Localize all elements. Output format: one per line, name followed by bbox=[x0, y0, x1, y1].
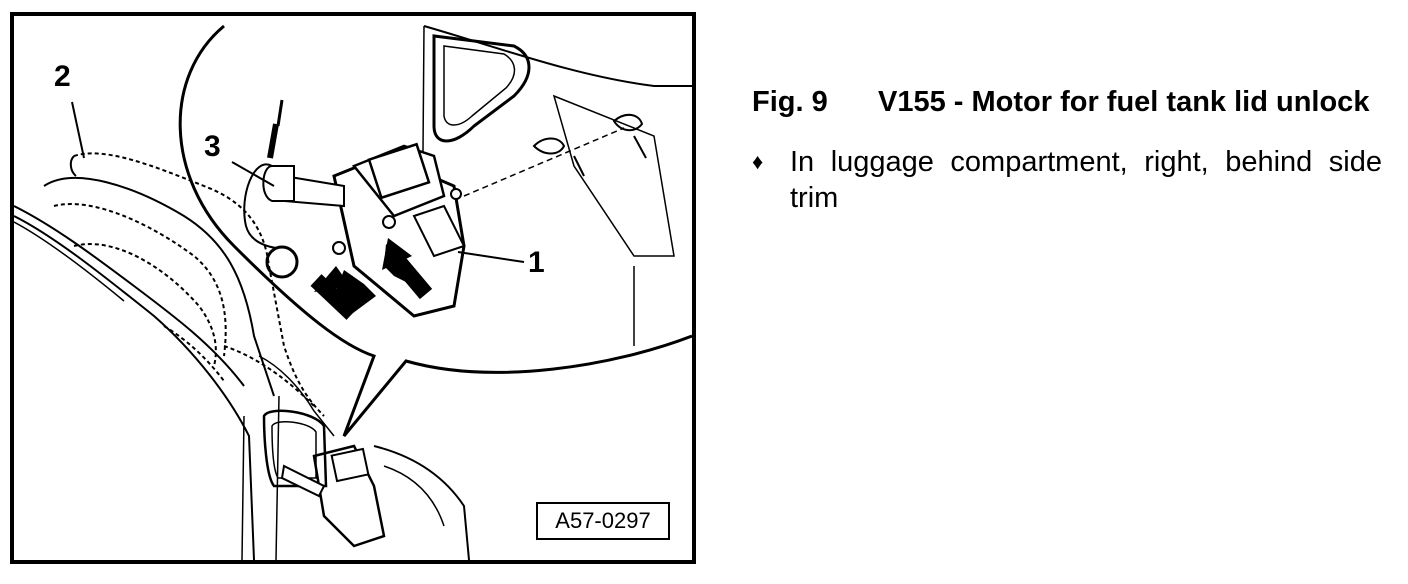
leader-line-1 bbox=[457, 251, 525, 263]
figure-title: V155 - Motor for fuel tank lid unlock bbox=[878, 86, 1370, 118]
mounting-dashed-line bbox=[463, 127, 625, 197]
release-ring bbox=[265, 245, 299, 279]
detail-bubble-outline bbox=[178, 24, 692, 437]
callout-3: 3 bbox=[204, 130, 221, 163]
leader-line-2 bbox=[71, 101, 85, 159]
release-cable bbox=[243, 163, 277, 249]
note-item: ♦ In luggage compartment, right, behind … bbox=[752, 144, 1382, 216]
leader-line-3 bbox=[231, 161, 275, 187]
diamond-bullet-icon: ♦ bbox=[752, 149, 764, 174]
figure-number: Fig. 9 bbox=[752, 86, 828, 118]
note-text: In luggage compartment, right, behind si… bbox=[790, 146, 1382, 214]
caption-column: Fig. 9 V155 - Motor for fuel tank lid un… bbox=[752, 84, 1382, 216]
callout-2: 2 bbox=[54, 60, 71, 93]
reference-code-box: A57-0297 bbox=[536, 502, 670, 540]
callout-1: 1 bbox=[528, 246, 545, 279]
technical-illustration bbox=[14, 24, 692, 560]
figure-frame: 2 3 1 A57-0297 bbox=[10, 12, 696, 564]
body-panel-contour bbox=[423, 25, 692, 87]
figure-caption: Fig. 9 V155 - Motor for fuel tank lid un… bbox=[752, 84, 1382, 120]
